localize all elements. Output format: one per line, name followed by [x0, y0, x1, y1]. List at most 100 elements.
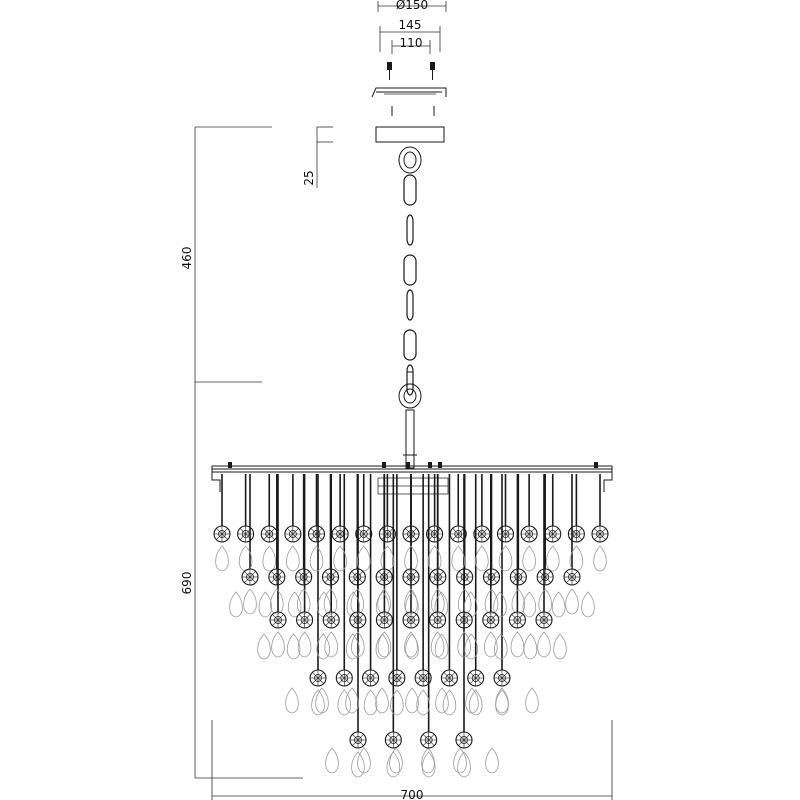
crystal-drop [581, 591, 595, 618]
crystal-drop [457, 588, 472, 615]
crystal-drop [523, 633, 538, 660]
crystal-drop [337, 689, 352, 716]
crystal-drop [457, 751, 471, 778]
crystal-drop [296, 588, 311, 615]
crystal-ball [414, 669, 432, 687]
chain-link [403, 329, 417, 361]
crystal-ball [535, 611, 553, 629]
crystal-drop [434, 633, 449, 660]
crystal-ball [269, 611, 287, 629]
crystal-drop [389, 747, 403, 774]
crystal-drop [495, 689, 509, 716]
crystal-drop [257, 633, 271, 660]
crystal-ball [429, 568, 447, 586]
crystal-ball [455, 731, 473, 749]
crystal-ball [375, 611, 393, 629]
crystal-drop [215, 545, 229, 572]
frame-pin [406, 462, 410, 468]
crystal-ball [482, 611, 500, 629]
crystal-ball [402, 611, 420, 629]
crystal-drop [405, 591, 419, 618]
crystal-drop [421, 747, 435, 774]
frame-pin [228, 462, 232, 468]
crystal-ball [440, 669, 458, 687]
screw-left [387, 62, 392, 80]
crystal-drop [537, 631, 551, 658]
crystal-drop [553, 633, 567, 660]
crystal-ball [567, 525, 585, 543]
crystal-ball [309, 669, 327, 687]
crystal-ball [241, 568, 259, 586]
crystal-drop [345, 687, 359, 714]
crystal-drop [484, 588, 499, 615]
crystal-ball [544, 525, 562, 543]
crystal-drop [377, 631, 392, 658]
frame-pin [594, 462, 598, 468]
crystal-ball [322, 611, 340, 629]
center-stem [405, 409, 415, 469]
crystal-ball [449, 525, 467, 543]
crystal-drop [285, 687, 299, 714]
mounting-bracket [371, 87, 447, 98]
crystal-drop [315, 687, 329, 714]
mounting-hardware [371, 62, 447, 143]
crystal-ball [349, 611, 367, 629]
dim-body-width: 700 [401, 788, 424, 800]
crystal-ball [456, 568, 474, 586]
crystal-drop [569, 545, 584, 572]
crystal-ball [362, 669, 380, 687]
dim-mount-spacing-inner: 110 [400, 36, 423, 50]
crystal-balls [213, 525, 609, 749]
crystal-drop [525, 687, 539, 714]
chain-link [403, 174, 417, 206]
crystal-drop [262, 545, 277, 572]
crystal-ball [520, 525, 538, 543]
crystal-drop [324, 631, 338, 658]
crystal-ball [591, 525, 609, 543]
crystal-drop [463, 591, 478, 618]
crystal-drop [427, 545, 442, 572]
crystal-drop [243, 588, 257, 615]
suspension-chain [398, 146, 422, 469]
crystal-ball [493, 669, 511, 687]
dim-canopy-diameter: Ø150 [396, 0, 428, 12]
frame-pin [428, 462, 432, 468]
crystal-drop [538, 588, 552, 615]
crystal-drop [346, 591, 361, 618]
side-dimensions: 25 460 690 700 [180, 126, 613, 800]
chain-link [406, 364, 414, 396]
crystal-drop [316, 633, 330, 660]
crystal-drop [287, 591, 302, 618]
top-dimension-group: Ø150 145 110 [377, 0, 447, 54]
dim-canopy-height: 25 [302, 170, 316, 185]
crystal-ball [563, 568, 581, 586]
crystal-drop [297, 631, 312, 658]
crystal-ball [284, 525, 302, 543]
crystal-drop [333, 545, 347, 572]
crystal-ball [429, 611, 447, 629]
crystal-ball [349, 731, 367, 749]
crystal-drop [323, 588, 338, 615]
crystal-ball [420, 731, 438, 749]
crystal-drop [311, 689, 325, 716]
crystal-drop [434, 591, 449, 618]
crystal-drop [229, 591, 243, 618]
crystal-drop [498, 545, 513, 572]
crystal-drop [386, 751, 401, 778]
crystal-ball [237, 525, 255, 543]
crystal-ball [331, 525, 349, 543]
crystal-drop [325, 747, 339, 774]
crystal-drop [270, 588, 284, 615]
crystal-drop [464, 633, 478, 660]
crystal-ball [348, 568, 366, 586]
crystal-drop [430, 631, 445, 658]
crystal-ball [473, 525, 491, 543]
crystal-drop [493, 591, 507, 618]
crystal-ball [467, 669, 485, 687]
crystal-drop [468, 689, 483, 716]
crystal-drop [475, 545, 489, 572]
crystal-drop [350, 588, 365, 615]
crystal-drop [551, 591, 566, 618]
crystal-drop [286, 633, 301, 660]
